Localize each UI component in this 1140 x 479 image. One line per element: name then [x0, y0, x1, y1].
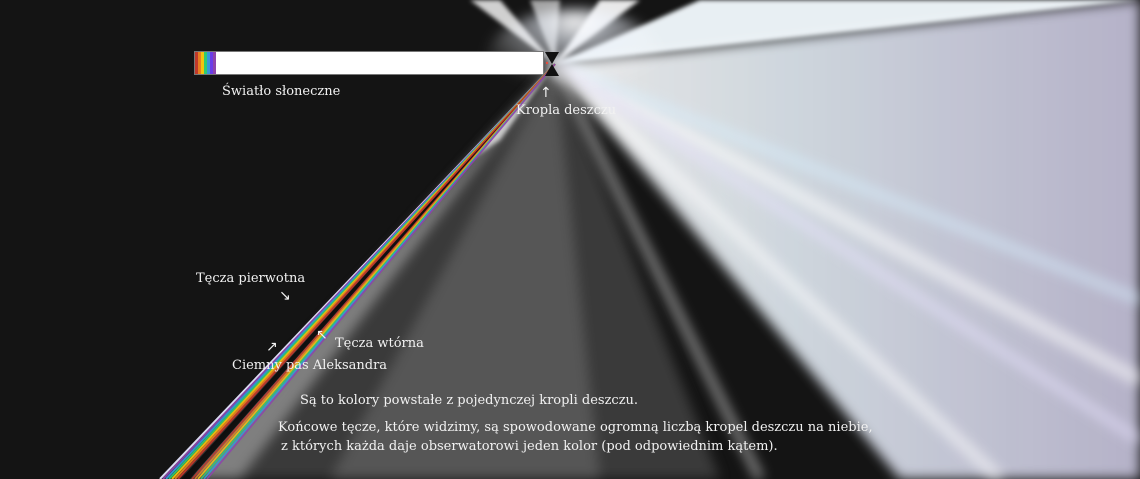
raindrop-arrow-icon: ↑ [540, 85, 552, 101]
caption-line-2: Końcowe tęcze, które widzimy, są spowodo… [278, 420, 873, 435]
spectrum-stripe-blue [207, 52, 210, 74]
forward-scatter-top [555, 0, 1140, 64]
sunlight-label: Światło słoneczne [222, 84, 341, 99]
spectrum-stripe-yellow [201, 52, 204, 74]
primary-rainbow-arrow-icon: ↘ [279, 288, 291, 304]
caption-line-1: Są to kolory powstałe z pojedynczej krop… [300, 393, 639, 408]
sunlight-beam [194, 51, 544, 75]
backscatter-cone-inner [330, 64, 600, 479]
alexander-band-arrow-icon: ↗ [266, 339, 278, 355]
raindrop-label: Kropla deszczu [516, 103, 617, 118]
alexander-band-label: Ciemny pas Aleksandra [232, 358, 388, 373]
secondary-rainbow-edge [191, 63, 556, 479]
alexander-dark-band [181, 64, 555, 479]
caption-line-3: z których każda daje obserwatorowi jeden… [281, 439, 778, 454]
spectrum-stripe-green [204, 52, 207, 74]
raindrop-marker [545, 52, 559, 76]
spectrum-stripe-violet [213, 52, 216, 74]
secondary-rainbow-label: Tęcza wtórna [335, 336, 424, 351]
scatter-streaks [550, 57, 1140, 479]
secondary-rainbow-arrow-icon: ↖ [316, 327, 328, 343]
spectrum-stripe-indigo [210, 52, 213, 74]
spectrum-stripe-orange [198, 52, 201, 74]
primary-rainbow-edge [159, 63, 556, 479]
spectrum-stripe-red [195, 52, 198, 74]
primary-rainbow-label: Tęcza pierwotna [196, 271, 306, 286]
